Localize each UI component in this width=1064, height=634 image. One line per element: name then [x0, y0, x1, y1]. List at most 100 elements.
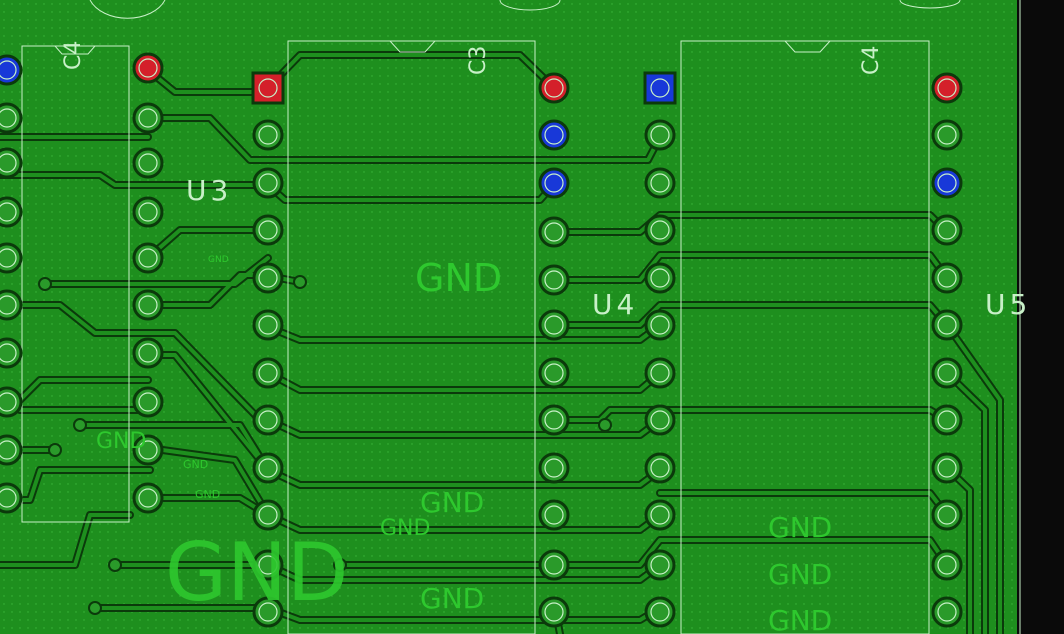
pad-pin1 — [251, 71, 285, 105]
through-hole-pad — [931, 549, 963, 581]
via-pad — [538, 167, 570, 199]
through-hole-pad — [931, 357, 963, 389]
via — [88, 601, 102, 615]
through-hole-pad — [0, 147, 23, 179]
through-hole-pad — [252, 119, 284, 151]
through-hole-pad — [252, 596, 284, 628]
through-hole-pad — [252, 262, 284, 294]
through-hole-pad — [644, 262, 676, 294]
through-hole-pad — [252, 214, 284, 246]
through-hole-pad — [931, 119, 963, 151]
through-hole-pad — [132, 102, 164, 134]
through-hole-pad — [931, 452, 963, 484]
board-edge — [1017, 0, 1064, 634]
trace-copper — [945, 371, 987, 634]
via-pad — [931, 167, 963, 199]
c4-right-notch — [784, 40, 831, 53]
through-hole-pad — [644, 167, 676, 199]
through-hole-pad — [644, 357, 676, 389]
via — [333, 558, 347, 572]
trace-copper — [0, 513, 132, 567]
trace-copper — [146, 446, 270, 517]
silkscreen — [21, 40, 930, 634]
pads — [0, 52, 963, 628]
gnd-center-label: GND — [415, 256, 502, 300]
trace-copper — [43, 256, 270, 286]
label-u5: U5 — [985, 288, 1031, 321]
via-pad — [643, 71, 677, 105]
gnd-big-label: GND — [165, 526, 348, 619]
via — [293, 275, 307, 289]
trace-copper — [0, 173, 270, 187]
through-hole-pad — [644, 549, 676, 581]
gnd-small-label: GND — [208, 255, 229, 265]
through-hole-pad — [644, 499, 676, 531]
via — [108, 558, 122, 572]
through-hole-pad — [0, 289, 23, 321]
gnd-small-label: GND — [195, 488, 220, 501]
label-u4: U4 — [592, 288, 638, 321]
through-hole-pad — [644, 119, 676, 151]
through-hole-pad — [538, 549, 570, 581]
label-u3: U3 — [186, 174, 232, 207]
through-hole-pad — [0, 386, 23, 418]
label-c3: C3 — [466, 46, 491, 75]
through-hole-pad — [538, 309, 570, 341]
through-hole-pad — [132, 147, 164, 179]
pad-pin1 — [931, 72, 963, 104]
through-hole-pad — [644, 214, 676, 246]
through-hole-pad — [931, 499, 963, 531]
gnd-c-label: GND — [380, 516, 430, 541]
through-hole-pad — [538, 452, 570, 484]
through-hole-pad — [132, 386, 164, 418]
trace-copper — [945, 323, 1002, 634]
through-hole-pad — [538, 216, 570, 248]
through-hole-pad — [644, 309, 676, 341]
via — [598, 418, 612, 432]
silk-labels: C4 C3 C4 U3 U4 U5 — [61, 41, 1031, 321]
pad-pin1 — [538, 72, 570, 104]
through-hole-pad — [132, 337, 164, 369]
through-hole-pad — [252, 549, 284, 581]
through-hole-pad — [252, 499, 284, 531]
trace-copper — [553, 303, 949, 327]
u3-outline — [21, 45, 130, 523]
through-hole-pad — [252, 167, 284, 199]
c4-left-notch — [54, 45, 96, 55]
through-hole-pad — [538, 499, 570, 531]
gnd-left-label: GND — [96, 429, 146, 454]
through-hole-pad — [0, 482, 23, 514]
through-hole-pad — [132, 482, 164, 514]
trace-copper — [553, 253, 949, 282]
mount-hole-outline — [499, 0, 561, 11]
through-hole-pad — [0, 102, 23, 134]
via-pad — [0, 54, 23, 86]
gnd-e-label: GND — [768, 558, 832, 591]
gnd-b-label: GND — [420, 582, 484, 615]
gnd-a-label: GND — [420, 486, 484, 519]
through-hole-pad — [132, 434, 164, 466]
through-hole-pad — [538, 596, 570, 628]
u4-outline — [287, 40, 536, 634]
trace-copper — [553, 408, 949, 422]
gnd-d-label: GND — [768, 511, 832, 544]
gnd-small-label: GND — [183, 458, 208, 471]
through-hole-pad — [252, 404, 284, 436]
through-hole-pad — [132, 196, 164, 228]
label-c4-left: C4 — [61, 41, 86, 70]
through-hole-pad — [252, 452, 284, 484]
via-pad — [538, 119, 570, 151]
gnd-f-label: GND — [768, 604, 832, 634]
through-hole-pad — [644, 404, 676, 436]
trace-copper — [146, 116, 662, 162]
pad-pin1 — [132, 52, 164, 84]
through-hole-pad — [931, 262, 963, 294]
gnd-labels: GND GND GND GND GND GND GND GND GND GND … — [96, 255, 832, 634]
through-hole-pad — [252, 357, 284, 389]
through-hole-pad — [538, 357, 570, 389]
through-hole-pad — [252, 309, 284, 341]
trace-copper — [78, 423, 270, 472]
c3-notch — [389, 40, 436, 53]
through-hole-pad — [931, 596, 963, 628]
